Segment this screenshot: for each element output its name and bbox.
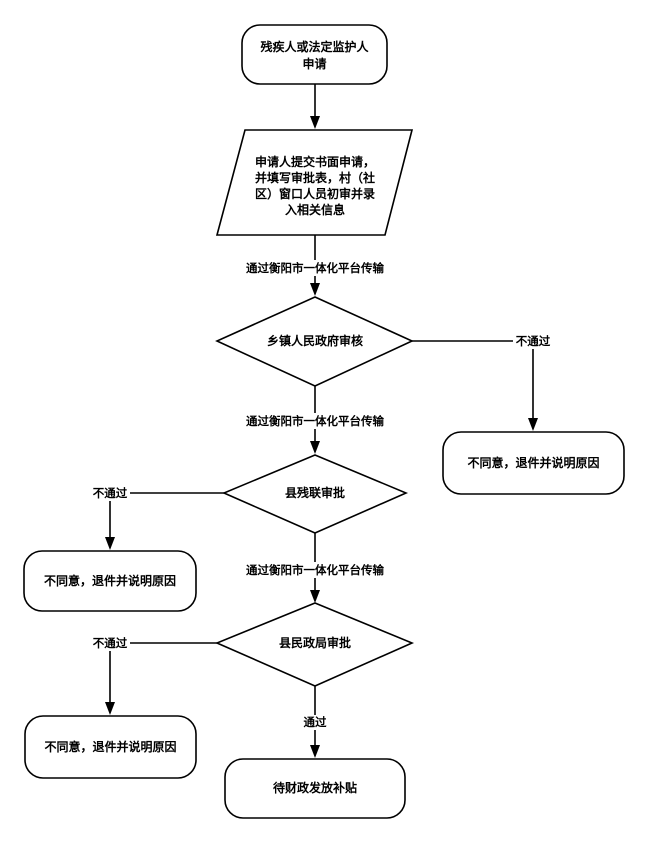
submit-node: 申请人提交书面申请， 并填写审批表，村（社 区）窗口人员初审并录 入相关信息 bbox=[215, 129, 414, 236]
edge-label-fail-township: 不通过 bbox=[516, 334, 551, 348]
arrowhead bbox=[310, 745, 320, 758]
county-disabled-decision: 县残联审批 bbox=[221, 454, 409, 534]
edge-label-transfer-2: 通过衡阳市一体化平台传输 bbox=[246, 414, 384, 428]
edge-label-fail-disabled: 不通过 bbox=[93, 486, 128, 500]
reject-node-disabled: 不同意，退件并说明原因 bbox=[23, 550, 197, 612]
township-decision: 乡镇人民政府审核 bbox=[215, 296, 414, 387]
arrowhead bbox=[105, 537, 115, 550]
reject-node-disabled-label: 不同意，退件并说明原因 bbox=[44, 573, 176, 588]
edge-label-transfer-1: 通过衡阳市一体化平台传输 bbox=[246, 261, 384, 275]
start-node: 残疾人或法定监护人 申请 bbox=[241, 24, 388, 85]
edge-township-to-reject-1 bbox=[412, 340, 534, 418]
edge-label-fail-civil: 不通过 bbox=[93, 636, 128, 650]
edge-county-civil-to-reject-3 bbox=[109, 642, 217, 702]
arrowhead bbox=[310, 441, 320, 454]
end-node-label: 待财政发放补贴 bbox=[273, 780, 357, 795]
start-node-line-1: 残疾人或法定监护人 bbox=[260, 39, 369, 54]
end-node: 待财政发放补贴 bbox=[224, 758, 406, 819]
arrowhead bbox=[310, 590, 320, 603]
county-civil-decision-label: 县民政局审批 bbox=[279, 635, 351, 650]
arrowhead bbox=[528, 418, 538, 431]
township-decision-label: 乡镇人民政府审核 bbox=[267, 333, 363, 348]
submit-node-line-2: 并填写审批表，村（社 bbox=[255, 170, 375, 185]
reject-node-civil-label: 不同意，退件并说明原因 bbox=[44, 739, 176, 754]
arrowhead bbox=[310, 283, 320, 296]
submit-node-line-4: 入相关信息 bbox=[285, 202, 345, 217]
edge-label-transfer-3: 通过衡阳市一体化平台传输 bbox=[246, 563, 384, 577]
county-disabled-decision-label: 县残联审批 bbox=[285, 485, 345, 500]
submit-node-line-1: 申请人提交书面申请， bbox=[255, 154, 375, 169]
arrowhead bbox=[105, 702, 115, 715]
start-node-line-2: 申请 bbox=[302, 56, 326, 71]
reject-node-civil: 不同意，退件并说明原因 bbox=[24, 715, 197, 779]
submit-node-line-3: 区）窗口人员初审并录 bbox=[255, 186, 375, 201]
county-civil-decision: 县民政局审批 bbox=[214, 602, 415, 687]
reject-node-township-label: 不同意，退件并说明原因 bbox=[467, 455, 599, 470]
reject-node-township: 不同意，退件并说明原因 bbox=[442, 431, 625, 495]
arrowhead bbox=[310, 116, 320, 129]
edge-label-pass: 通过 bbox=[304, 715, 327, 729]
